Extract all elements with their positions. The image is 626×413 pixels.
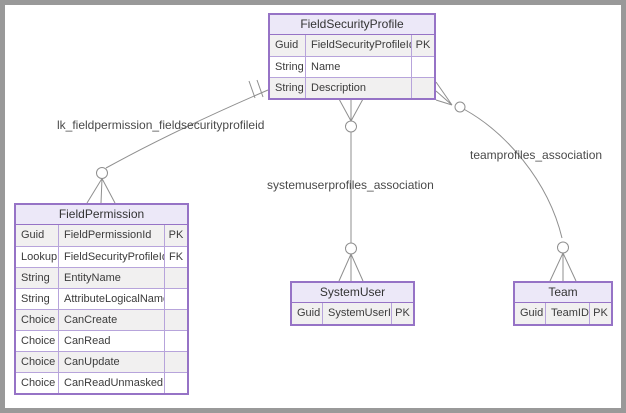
field-key-cell bbox=[412, 78, 434, 98]
field-key-cell bbox=[165, 373, 187, 393]
field-key-cell: PK bbox=[168, 229, 184, 241]
cardinality-many-crowfoot-icon bbox=[338, 98, 364, 122]
field-name-cell: FieldSecurityProfileId bbox=[59, 247, 165, 267]
table-row: String EntityName bbox=[16, 267, 187, 288]
field-name-cell: AttributeLogicalName bbox=[59, 289, 165, 309]
entity-title: FieldSecurityProfile bbox=[270, 15, 434, 35]
field-key-cell bbox=[165, 352, 187, 372]
cardinality-many-crowfoot-icon bbox=[338, 253, 364, 282]
table-row: Choice CanRead bbox=[16, 330, 187, 351]
entity-systemuser: SystemUser Guid SystemUserId PK bbox=[290, 281, 415, 326]
cardinality-many-crowfoot-icon bbox=[86, 178, 116, 204]
field-key-cell: PK bbox=[593, 307, 608, 319]
relationship-line-teamprofiles bbox=[435, 81, 577, 282]
table-row: Choice CanUpdate bbox=[16, 351, 187, 372]
cardinality-many-crowfoot-icon bbox=[435, 81, 453, 106]
table-row: Guid TeamID PK bbox=[515, 303, 611, 324]
field-name-cell: TeamID bbox=[546, 303, 590, 324]
field-key-cell bbox=[412, 57, 434, 77]
table-row: Guid SystemUserId PK bbox=[292, 303, 413, 324]
table-row: String AttributeLogicalName bbox=[16, 288, 187, 309]
relationship-label-lk-fieldpermission: lk_fieldpermission_fieldsecurityprofilei… bbox=[57, 118, 265, 132]
field-type-cell: Choice bbox=[16, 373, 59, 393]
field-key-cell bbox=[165, 289, 187, 309]
table-row: String Name bbox=[270, 56, 434, 77]
field-key-cell: PK bbox=[415, 39, 431, 51]
entity-fieldpermission: FieldPermission Guid FieldPermissionId P… bbox=[14, 203, 189, 395]
relationship-label-systemuserprofiles: systemuserprofiles_association bbox=[267, 178, 434, 192]
field-key-cell bbox=[165, 331, 187, 351]
field-name-cell: FieldSecurityProfileId bbox=[306, 35, 412, 56]
relationship-curve bbox=[105, 89, 269, 169]
field-key-cell bbox=[165, 310, 187, 330]
cardinality-many-crowfoot-icon bbox=[549, 252, 577, 282]
field-name-cell: CanReadUnmasked bbox=[59, 373, 165, 393]
field-name-cell: Name bbox=[306, 57, 412, 77]
field-name-cell: CanRead bbox=[59, 331, 165, 351]
cardinality-one-tick-icon bbox=[248, 80, 256, 99]
relationship-line-lk-fieldpermission bbox=[86, 79, 269, 204]
field-type-cell: Choice bbox=[16, 331, 59, 351]
field-type-cell: String bbox=[16, 289, 59, 309]
field-name-cell: CanCreate bbox=[59, 310, 165, 330]
cardinality-one-tick-icon bbox=[256, 79, 264, 98]
field-type-cell: Lookup bbox=[16, 247, 59, 267]
cardinality-zero-circle-icon bbox=[345, 242, 357, 255]
entity-fieldsecurityprofile: FieldSecurityProfile Guid FieldSecurityP… bbox=[268, 13, 436, 100]
field-type-cell: Choice bbox=[16, 310, 59, 330]
field-name-cell: EntityName bbox=[59, 268, 165, 288]
cardinality-zero-circle-icon bbox=[557, 241, 569, 254]
table-row: Guid FieldSecurityProfileId PK bbox=[270, 35, 434, 56]
field-key-cell: FK bbox=[168, 251, 184, 263]
field-type-cell: Guid bbox=[270, 35, 306, 56]
field-type-cell: Choice bbox=[16, 352, 59, 372]
field-type-cell: String bbox=[270, 78, 306, 98]
field-type-cell: String bbox=[270, 57, 306, 77]
table-row: Choice CanCreate bbox=[16, 309, 187, 330]
field-name-cell: Description bbox=[306, 78, 412, 98]
cardinality-zero-circle-icon bbox=[345, 120, 357, 133]
table-row: Choice CanReadUnmasked bbox=[16, 372, 187, 393]
relationship-line-systemuserprofiles bbox=[338, 98, 364, 282]
field-key-cell: PK bbox=[395, 307, 410, 319]
table-row: Guid FieldPermissionId PK bbox=[16, 225, 187, 246]
table-row: String Description bbox=[270, 77, 434, 98]
cardinality-zero-circle-icon bbox=[96, 167, 108, 179]
field-type-cell: Guid bbox=[515, 303, 546, 324]
field-name-cell: CanUpdate bbox=[59, 352, 165, 372]
entity-title: Team bbox=[515, 283, 611, 303]
table-row: Lookup FieldSecurityProfileId FK bbox=[16, 246, 187, 267]
cardinality-zero-circle-icon bbox=[454, 101, 466, 113]
field-type-cell: Guid bbox=[16, 225, 59, 246]
field-type-cell: Guid bbox=[292, 303, 323, 324]
entity-title: SystemUser bbox=[292, 283, 413, 303]
entity-team: Team Guid TeamID PK bbox=[513, 281, 613, 326]
entity-title: FieldPermission bbox=[16, 205, 187, 225]
field-name-cell: SystemUserId bbox=[323, 303, 392, 324]
field-key-cell bbox=[165, 268, 187, 288]
field-name-cell: FieldPermissionId bbox=[59, 225, 165, 246]
field-type-cell: String bbox=[16, 268, 59, 288]
relationship-label-teamprofiles: teamprofiles_association bbox=[470, 148, 603, 162]
relationship-curve bbox=[464, 109, 563, 239]
